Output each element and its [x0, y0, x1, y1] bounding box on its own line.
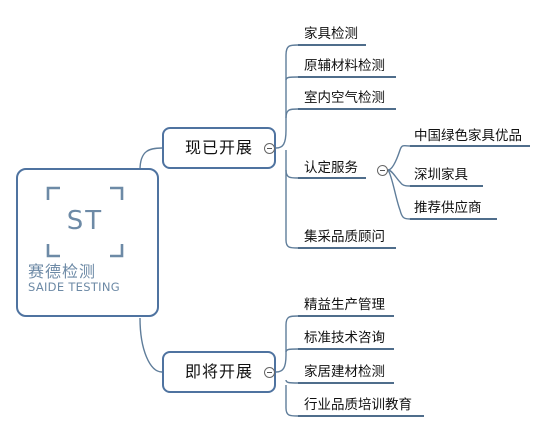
leaf-furniture-testing[interactable]: 家具检测 [304, 26, 358, 42]
leaf-lean-production[interactable]: 精益生产管理 [304, 297, 385, 313]
logo-mark: ST [66, 206, 104, 236]
leaf-home-building-materials[interactable]: 家居建材检测 [304, 364, 385, 380]
brand-name-en: SAIDE TESTING [28, 280, 120, 294]
leaf-indoor-air-testing[interactable]: 室内空气检测 [304, 90, 385, 106]
leaf-raw-materials-testing[interactable]: 原辅材料检测 [304, 58, 385, 74]
collapse-toggle-icon[interactable] [264, 367, 275, 378]
logo-frame-icon [46, 186, 124, 258]
leaf-recommended-supplier[interactable]: 推荐供应商 [414, 200, 482, 216]
branch-upcoming-services[interactable]: 即将开展 [162, 351, 276, 393]
collapse-toggle-icon[interactable] [264, 143, 275, 154]
leaf-certification-services[interactable]: 认定服务 [304, 160, 358, 176]
leaf-standards-consulting[interactable]: 标准技术咨询 [304, 330, 385, 346]
leaf-shenzhen-furniture[interactable]: 深圳家具 [414, 167, 468, 183]
root-logo-node[interactable]: ST 赛德检测 SAIDE TESTING [16, 168, 159, 317]
brand-name-cn: 赛德检测 [28, 262, 97, 281]
leaf-procurement-quality-advisor[interactable]: 集采品质顾问 [304, 229, 385, 245]
branch-current-services[interactable]: 现已开展 [162, 127, 276, 169]
collapse-toggle-icon[interactable] [377, 165, 388, 176]
leaf-green-furniture[interactable]: 中国绿色家具优品 [414, 128, 522, 144]
leaf-industry-quality-training[interactable]: 行业品质培训教育 [304, 397, 412, 413]
